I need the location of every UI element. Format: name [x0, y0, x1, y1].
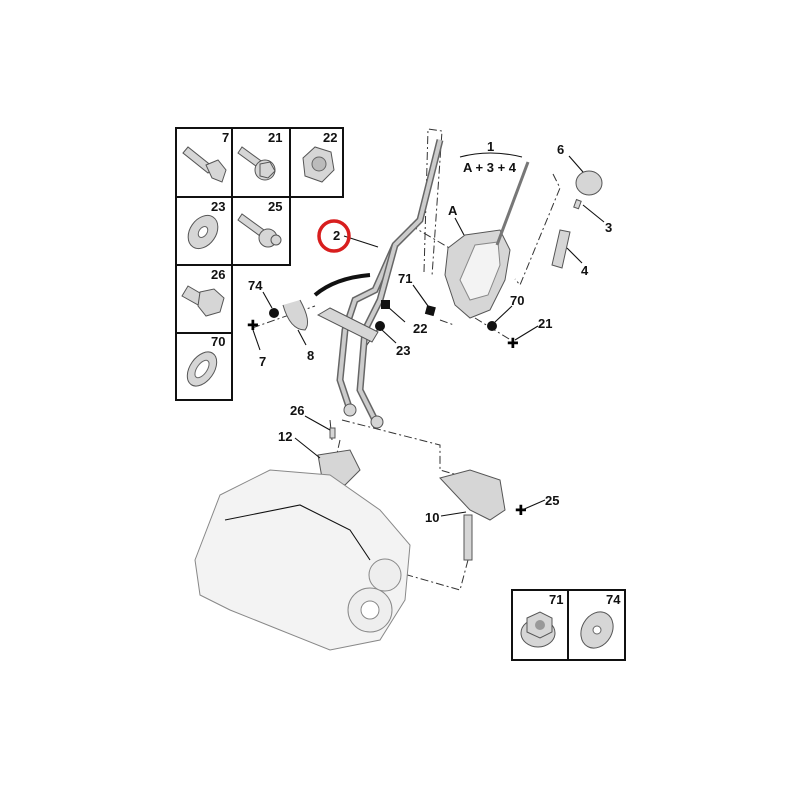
gear-cable — [313, 139, 444, 429]
box-label: 22 — [323, 130, 337, 145]
callout-1: 1 — [487, 139, 494, 154]
box-label: 26 — [211, 267, 225, 282]
box-22 — [289, 127, 344, 198]
gear-knob — [551, 170, 603, 269]
callout-70: 70 — [510, 293, 524, 308]
callout-formula: A + 3 + 4 — [463, 160, 517, 175]
torx-bolt-icon — [237, 213, 282, 248]
flange-nut-icon — [520, 611, 556, 648]
callout-12: 12 — [278, 429, 292, 444]
callout-71: 71 — [398, 271, 412, 286]
box-74 — [567, 589, 626, 661]
callout-26: 26 — [290, 403, 304, 418]
washer-icon — [580, 611, 614, 649]
callout-3: 3 — [605, 220, 612, 235]
callout-6: 6 — [557, 142, 564, 157]
box-label: 21 — [268, 130, 282, 145]
callout-2: 2 — [333, 228, 340, 243]
box-label: 71 — [549, 592, 563, 607]
callout-8: 8 — [307, 348, 314, 363]
bottom-hardware: 71 74 — [511, 589, 626, 661]
box-label: 23 — [211, 199, 225, 214]
clip — [282, 299, 309, 331]
gearbox — [194, 469, 411, 651]
hex-nut-icon — [302, 146, 335, 183]
callout-22: 22 — [413, 321, 427, 336]
selector-lever — [439, 469, 506, 561]
flange-bolt-icon — [237, 146, 276, 181]
svg-text:✚: ✚ — [507, 336, 519, 352]
callout-25: 25 — [545, 493, 559, 508]
callout-4: 4 — [581, 263, 589, 278]
washer-icon — [186, 351, 218, 387]
box-label: 74 — [606, 592, 621, 607]
short-bolt-icon — [181, 285, 225, 317]
box-label: 70 — [211, 334, 225, 349]
svg-text:✚: ✚ — [247, 318, 259, 334]
callout-10: 10 — [425, 510, 439, 525]
callouts: 1 A + 3 + 4 6 3 4 A 2 71 22 23 70 21 74 … — [248, 139, 612, 525]
callout-A: A — [448, 203, 458, 218]
box-label: 7 — [222, 130, 229, 145]
box-70 — [175, 332, 233, 401]
washer-dot: ✚ ✚ ✚ — [247, 300, 527, 519]
callout-21: 21 — [538, 316, 552, 331]
svg-text:✚: ✚ — [515, 503, 527, 519]
callout-74: 74 — [248, 278, 263, 293]
shifter-housing — [444, 161, 530, 319]
highlight-circle — [317, 219, 351, 253]
leader-lines — [252, 152, 605, 517]
bolt-icon — [182, 146, 227, 183]
callout-7: 7 — [259, 354, 266, 369]
callout-23: 23 — [396, 343, 410, 358]
box-25 — [231, 196, 291, 266]
box-label: 25 — [268, 199, 282, 214]
washer-icon — [187, 214, 219, 250]
hardware-grid: 7 21 22 23 25 26 70 — [175, 127, 344, 401]
